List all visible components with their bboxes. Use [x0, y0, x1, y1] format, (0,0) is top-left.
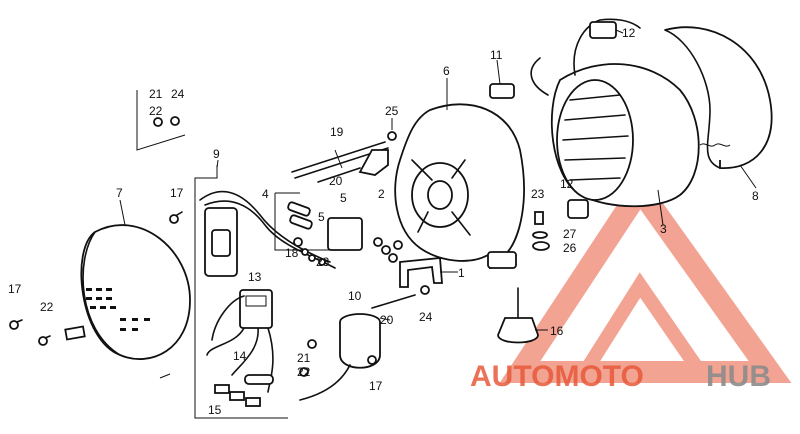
cover-ring-part-8	[664, 26, 773, 169]
capacitor-part-10	[299, 313, 381, 401]
bolt-20-lower	[371, 294, 416, 309]
callout-25: 25	[385, 104, 399, 118]
callout-5-upper: 5	[340, 191, 347, 205]
callout-17-left: 17	[8, 282, 22, 296]
watermark-automoto: AUTOMOTO	[470, 360, 644, 393]
callout-10: 10	[348, 289, 362, 303]
callout-4: 4	[262, 187, 269, 201]
callout-12-top: 12	[622, 26, 636, 40]
bracket-part-1	[399, 257, 443, 295]
watermark-hub: HUB	[706, 360, 771, 393]
callout-24-top: 24	[171, 87, 185, 101]
brush-holder-part-4	[274, 192, 363, 262]
terminal-part-15	[214, 384, 261, 407]
stator-part-3	[530, 18, 700, 219]
leader-lines	[119, 29, 757, 331]
screw-17-left	[9, 319, 23, 330]
callout-11: 11	[490, 48, 503, 62]
callout-24-lower: 24	[419, 310, 433, 324]
callout-8: 8	[752, 189, 759, 203]
callout-18: 18	[285, 246, 299, 260]
callout-23-mid: 23	[316, 255, 330, 269]
rubber-mount-part-16	[497, 287, 539, 344]
callout-13: 13	[248, 270, 262, 284]
watermark-text: AUTOMOTO HUB	[470, 360, 771, 393]
washers-23-26-27	[532, 211, 550, 251]
callout-17-lower: 17	[369, 379, 383, 393]
callout-19: 19	[330, 125, 344, 139]
callout-9: 9	[213, 147, 220, 161]
callout-17-top: 17	[170, 186, 184, 200]
callout-20-upper: 20	[329, 174, 343, 188]
bracket-21-22-24	[136, 90, 186, 151]
harness-part-13	[206, 289, 274, 393]
callout-3: 3	[660, 222, 667, 236]
callout-14: 14	[233, 349, 247, 363]
callout-20-lower: 20	[380, 313, 394, 327]
callout-numbers: 1 2 3 4 5 5 6 7 8 9 10 11 12 12 13 14 15…	[8, 26, 759, 417]
callout-2: 2	[378, 187, 385, 201]
screw-17-lower	[367, 355, 377, 365]
callout-22-left: 22	[40, 300, 54, 314]
callout-5-lower: 5	[318, 210, 325, 224]
screw-22-left	[38, 335, 51, 346]
terminal-part-11	[489, 83, 515, 99]
screw-18-23	[301, 248, 326, 266]
end-housing-part-6	[394, 103, 525, 270]
callout-15: 15	[208, 403, 222, 417]
fan-cover-part-7	[64, 224, 191, 379]
nuts-cluster	[373, 237, 403, 263]
screw-17-top	[169, 211, 183, 224]
bracket-part-2	[358, 131, 397, 176]
callout-12-lower: 12	[560, 177, 574, 191]
callout-21-lower: 21	[297, 351, 311, 365]
callout-27: 27	[563, 227, 577, 241]
callout-7: 7	[116, 186, 123, 200]
callout-26: 26	[563, 241, 577, 255]
callout-22-top: 22	[149, 104, 163, 118]
bolt-20-upper	[317, 167, 361, 183]
callout-23-right: 23	[531, 187, 545, 201]
screw-21-22-lower	[299, 339, 317, 377]
callout-6: 6	[443, 64, 450, 78]
watermark-logo	[499, 170, 792, 383]
callout-1: 1	[458, 266, 465, 280]
callout-16: 16	[550, 324, 564, 338]
callout-21-top: 21	[149, 87, 163, 101]
callout-22-lower: 22	[297, 365, 311, 379]
fuse-part-14	[244, 374, 274, 385]
